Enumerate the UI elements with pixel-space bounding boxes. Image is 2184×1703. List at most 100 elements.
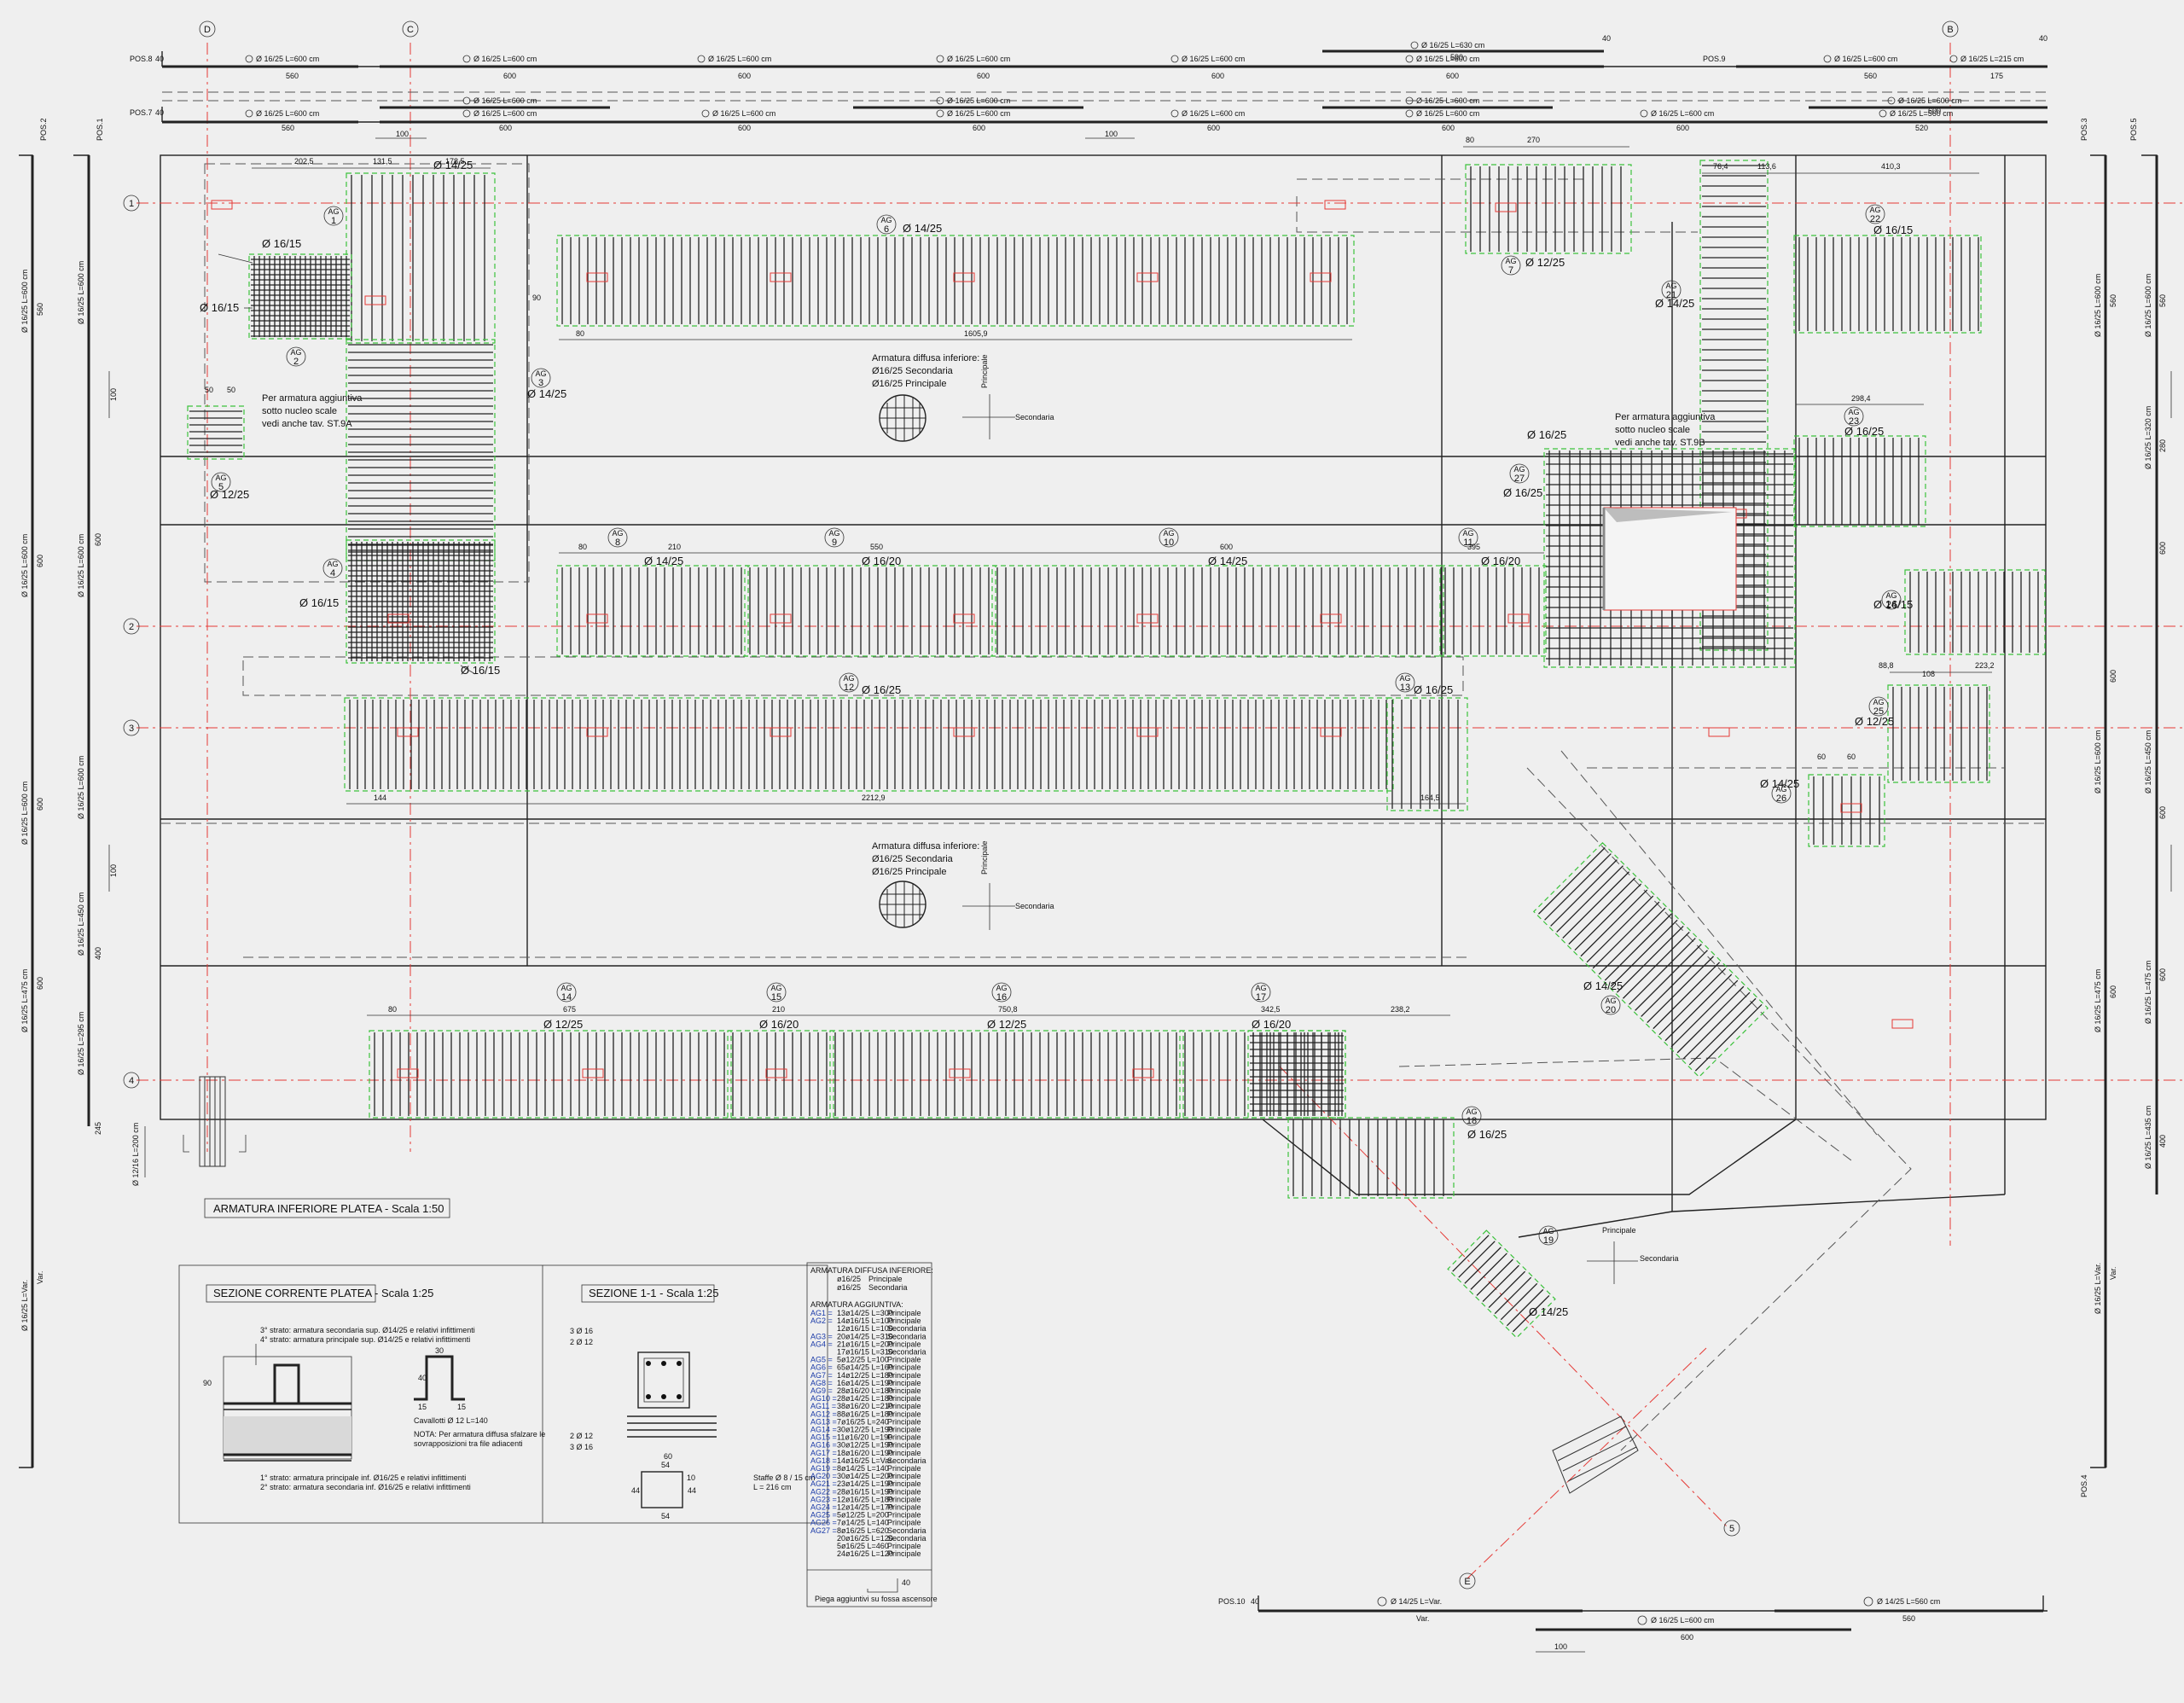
- svg-text:Ø16/25 Principale: Ø16/25 Principale: [872, 379, 946, 389]
- svg-text:28ø14/25 L=180: 28ø14/25 L=180: [837, 1394, 893, 1403]
- svg-text:Principale: Principale: [887, 1542, 921, 1550]
- svg-text:Ø 16/25 L=Var.: Ø 16/25 L=Var.: [2094, 1263, 2102, 1314]
- rebar-zone: [1465, 164, 1632, 254]
- svg-text:AG26 =: AG26 =: [810, 1519, 837, 1527]
- bottom-bar-3: Ø 16/25 L=600 cm 600: [1536, 1615, 1851, 1642]
- svg-text:Principale: Principale: [868, 1275, 903, 1283]
- dimension-label: 80: [576, 329, 584, 338]
- svg-text:Ø 16/25 L=600 cm: Ø 16/25 L=600 cm: [1416, 55, 1479, 63]
- grid-bubble-3: 3: [123, 719, 140, 736]
- svg-text:Principale: Principale: [887, 1495, 921, 1503]
- svg-text:AG: AG: [1775, 785, 1786, 793]
- overlap-marker: [1136, 613, 1159, 624]
- svg-text:40: 40: [902, 1578, 910, 1587]
- top-bar-schedule: POS.8 40 POS.7 40 POS.9 40 40: [130, 34, 2048, 123]
- top-bar-row2-upper-6: Ø 16/25 L=600 cm: [1322, 96, 1553, 109]
- svg-text:600: 600: [2109, 670, 2117, 683]
- ag-marker: AG17: [1251, 982, 1271, 1003]
- overlap-marker: [586, 727, 608, 737]
- svg-text:AG13 =: AG13 =: [810, 1417, 837, 1426]
- dimension-label: 223,2: [1975, 661, 1995, 670]
- svg-text:AG: AG: [215, 474, 226, 482]
- svg-text:AG12 =: AG12 =: [810, 1409, 837, 1418]
- ag-marker: AG16: [991, 982, 1012, 1003]
- svg-text:Ø 16/25 L=630 cm: Ø 16/25 L=630 cm: [1421, 41, 1484, 49]
- svg-text:30ø12/25 L=190: 30ø12/25 L=190: [837, 1441, 893, 1450]
- svg-text:Ø 16/25 L=600 cm: Ø 16/25 L=600 cm: [20, 534, 29, 597]
- overlap-marker: [397, 1068, 419, 1078]
- svg-text:10: 10: [1164, 538, 1174, 548]
- svg-text:14ø12/25 L=180: 14ø12/25 L=180: [837, 1371, 893, 1380]
- svg-text:100: 100: [396, 130, 409, 138]
- svg-text:Principale: Principale: [887, 1426, 921, 1434]
- svg-text:Principale: Principale: [887, 1402, 921, 1410]
- top-bar-row2-upper-4: Ø 16/25 L=600 cm: [853, 96, 1083, 109]
- svg-text:Secondaria: Secondaria: [1640, 1254, 1679, 1263]
- svg-text:Principale: Principale: [887, 1371, 921, 1380]
- dimension-label: 238,2: [1391, 1005, 1410, 1014]
- svg-text:30: 30: [435, 1346, 444, 1355]
- svg-text:Ø 16/25 L=295 cm: Ø 16/25 L=295 cm: [77, 1012, 85, 1075]
- rebar-label: Ø 12/25: [543, 1018, 583, 1031]
- svg-text:90: 90: [203, 1379, 212, 1387]
- rebar-label: Ø 16/25: [1503, 486, 1542, 499]
- rebar-zone: [1793, 435, 1926, 527]
- dimension-label: 50: [205, 386, 213, 394]
- svg-text:POS.9: POS.9: [1703, 55, 1726, 63]
- rebar-zone: [346, 172, 496, 344]
- overlap-marker: [586, 272, 608, 282]
- right-bar-labels: Ø 16/25 L=600 cmØ 16/25 L=600 cmØ 16/25 …: [2094, 155, 2167, 1468]
- svg-text:Ø 16/25 L=600 cm: Ø 16/25 L=600 cm: [708, 55, 771, 63]
- svg-text:560: 560: [286, 72, 299, 80]
- rebar-zone: [1247, 1030, 1346, 1119]
- dimension-label: 113,6: [1757, 162, 1776, 171]
- overlap-marker: [953, 613, 975, 624]
- svg-text:17ø16/15 L=310: 17ø16/15 L=310: [837, 1348, 893, 1357]
- rebar-label: Ø 16/20: [862, 555, 901, 567]
- svg-text:AG20 =: AG20 =: [810, 1472, 837, 1480]
- svg-text:Principale: Principale: [887, 1340, 921, 1348]
- svg-text:AG: AG: [1873, 698, 1884, 706]
- svg-text:AG: AG: [1466, 1107, 1477, 1116]
- svg-text:POS.8: POS.8: [130, 55, 153, 63]
- svg-text:400: 400: [94, 947, 102, 960]
- svg-text:3: 3: [129, 724, 134, 734]
- rebar-zones: [187, 160, 2046, 1339]
- stair-core-void: [1602, 507, 1737, 611]
- svg-text:Ø 16/25 L=215 cm: Ø 16/25 L=215 cm: [1960, 55, 2024, 63]
- svg-text:AG: AG: [1399, 674, 1410, 683]
- rebar-zone: [1439, 565, 1547, 657]
- rebar-label: Ø 14/25: [1760, 777, 1799, 790]
- dimension-label: 750,8: [998, 1005, 1018, 1014]
- svg-text:AG: AG: [561, 984, 572, 992]
- svg-text:20: 20: [1606, 1005, 1616, 1015]
- svg-text:Ø 16/25 L=600 cm: Ø 16/25 L=600 cm: [1182, 109, 1245, 118]
- svg-text:Principale: Principale: [980, 840, 989, 875]
- svg-text:Principale: Principale: [887, 1487, 921, 1496]
- rebar-label: Ø 16/15: [262, 237, 301, 250]
- svg-text:AG6 =: AG6 =: [810, 1363, 833, 1372]
- dimension-label: 270: [1527, 136, 1540, 144]
- ag-marker: AG23: [1844, 406, 1864, 427]
- svg-text:Ø 16/25 L=560 cm: Ø 16/25 L=560 cm: [1890, 109, 1953, 118]
- elevator-pit-left: [183, 1076, 247, 1167]
- ag-marker: AG20: [1600, 995, 1621, 1015]
- svg-text:Armatura diffusa inferiore:: Armatura diffusa inferiore:: [872, 353, 979, 363]
- ag-marker: AG21: [1661, 280, 1682, 300]
- svg-text:Principale: Principale: [887, 1309, 921, 1317]
- svg-text:AG: AG: [1462, 529, 1473, 538]
- svg-text:AG24 =: AG24 =: [810, 1503, 837, 1512]
- svg-text:B: B: [1947, 25, 1953, 35]
- rebar-zone: [248, 253, 352, 340]
- svg-text:Secondaria: Secondaria: [887, 1526, 926, 1535]
- svg-text:520: 520: [1915, 124, 1928, 132]
